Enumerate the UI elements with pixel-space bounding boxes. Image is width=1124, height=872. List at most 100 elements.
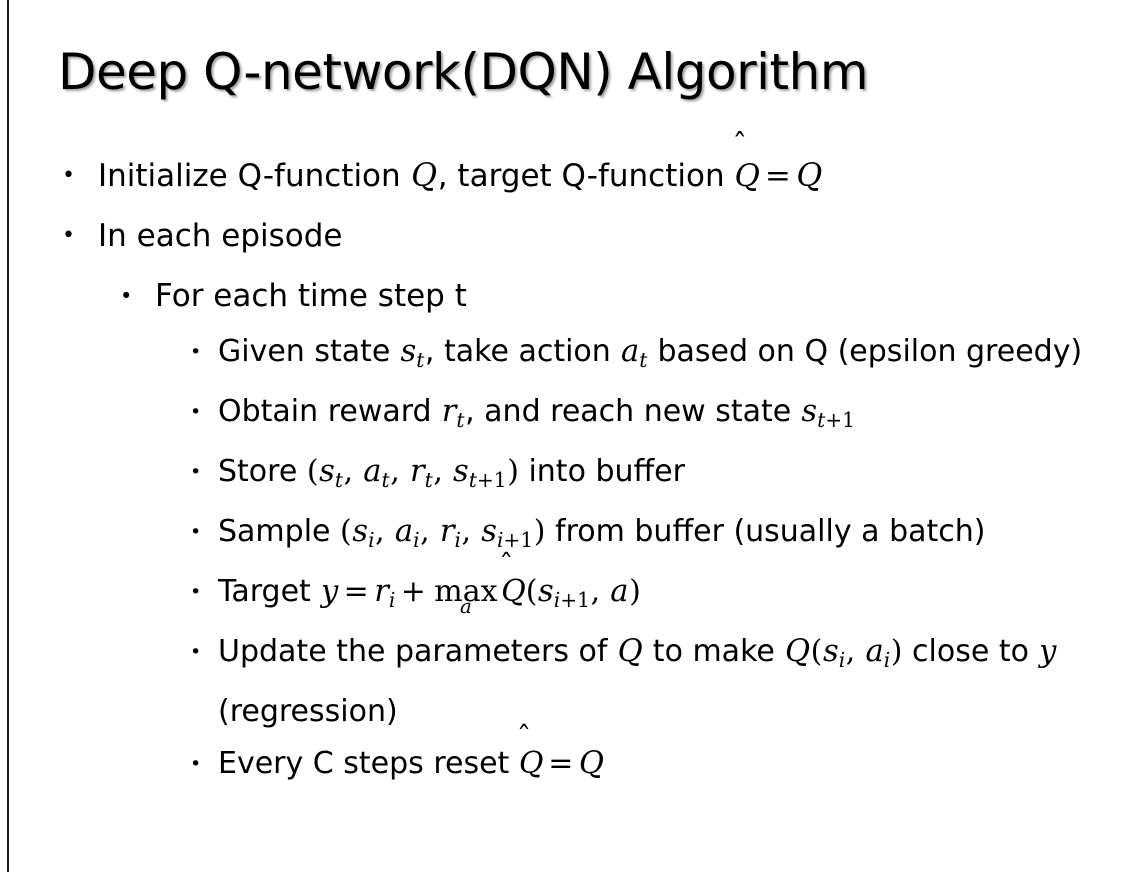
bullet-reset-target: • Every C steps reset Q̂=Q: [0, 738, 1124, 790]
bullet-update-parameters-text: Update the parameters of Q to make Q(si,…: [218, 626, 1124, 738]
math-operator-equals: =: [343, 574, 369, 610]
bullet-initialize-text: Initialize Q-function Q, target Q-functi…: [98, 146, 1124, 206]
text-segment: close to: [902, 634, 1039, 670]
text-segment: (regression): [218, 694, 398, 730]
math-var-q: Q: [784, 634, 811, 670]
math-var-s: si: [352, 514, 375, 553]
math-comma: ,: [433, 454, 453, 490]
math-operator-equals: =: [548, 746, 574, 782]
math-subscript: t: [416, 348, 425, 373]
text-segment: , take action: [424, 334, 621, 369]
text-segment: Every C steps reset: [218, 746, 519, 782]
math-subscript: t: [639, 348, 648, 373]
bullet-marker: •: [190, 521, 202, 544]
text-segment: to make: [643, 634, 785, 670]
bullet-initialize: • Initialize Q-function Q, target Q-func…: [0, 146, 1124, 206]
bullet-marker: •: [120, 284, 133, 308]
math-subscript: i+1: [553, 588, 590, 613]
bullet-in-each-episode-text: In each episode: [98, 218, 343, 254]
text-segment: Target: [218, 574, 321, 610]
bullet-marker: •: [190, 581, 202, 604]
bullet-update-parameters: • Update the parameters of Q to make Q(s…: [0, 626, 1124, 738]
bullet-marker: •: [62, 223, 75, 248]
math-var-s-next: si+1: [538, 574, 590, 613]
math-operator-equals: =: [764, 158, 791, 194]
math-comma: ,: [845, 634, 865, 670]
math-var-s: si: [823, 634, 846, 673]
math-operator-max-subscript: a: [459, 595, 472, 619]
math-paren-close: ): [890, 634, 903, 670]
math-subscript: i: [454, 528, 461, 553]
text-segment: from buffer (usually a batch): [545, 514, 986, 550]
algorithm-bullet-list: • Initialize Q-function Q, target Q-func…: [0, 146, 1124, 790]
math-var-s-next: st+1: [453, 454, 507, 493]
math-var-s: st+1: [801, 394, 855, 433]
math-comma: ,: [343, 454, 363, 490]
math-var-a: a: [610, 574, 629, 610]
math-subscript: i: [388, 588, 396, 613]
math-subscript: i: [838, 648, 846, 673]
math-var-a: ai: [865, 634, 891, 673]
bullet-given-state-text: Given state st, take action at based on …: [218, 326, 1124, 386]
math-paren-close: ): [507, 454, 519, 490]
math-var-r: ri: [374, 574, 396, 613]
math-var-q: Q: [411, 158, 438, 194]
bullet-marker: •: [190, 401, 202, 424]
math-subscript: i: [368, 528, 375, 553]
bullet-marker: •: [190, 641, 202, 664]
bullet-in-each-episode: • In each episode: [0, 206, 1124, 266]
math-var-a: at: [620, 334, 648, 373]
text-segment: Update the parameters of: [218, 634, 617, 670]
bullet-sample-batch: • Sample (si, ai, ri, si+1) from buffer …: [0, 506, 1124, 566]
math-subscript: t+1: [817, 408, 855, 433]
math-var-r: ri: [439, 514, 461, 553]
text-segment: Obtain reward: [218, 394, 442, 430]
math-subscript: i: [413, 528, 420, 553]
math-comma: ,: [420, 514, 440, 550]
math-var-q: Q: [796, 158, 823, 194]
text-segment: Sample: [218, 514, 341, 550]
math-var-r: rt: [409, 454, 433, 493]
bullet-reset-target-text: Every C steps reset Q̂=Q: [218, 738, 1124, 790]
math-var-s: st: [400, 334, 425, 373]
bullet-for-each-time-step: • For each time step t: [0, 266, 1124, 326]
text-segment: based on Q (epsilon greedy): [647, 334, 1083, 369]
math-var-y: y: [1039, 634, 1057, 670]
math-var-q: Q: [617, 634, 643, 670]
math-var-y: y: [320, 574, 339, 610]
text-segment: , target Q-function: [437, 158, 735, 194]
math-subscript: t: [334, 468, 343, 493]
math-var-q-hat: Q̂: [734, 158, 760, 194]
math-var-q-hat: Q̂: [501, 574, 526, 610]
bullet-marker: •: [62, 163, 75, 188]
bullet-for-each-time-step-text: For each time step t: [155, 278, 467, 314]
math-var-s: st: [319, 454, 343, 493]
bullet-marker: •: [190, 461, 202, 484]
math-subscript: t: [456, 408, 465, 433]
bullet-sample-batch-text: Sample (si, ai, ri, si+1) from buffer (u…: [218, 506, 1124, 566]
bullet-store-transition: • Store (st, at, rt, st+1) into buffer: [0, 446, 1124, 506]
math-comma: ,: [461, 514, 481, 550]
math-subscript: i+1: [496, 528, 534, 553]
math-var-a: at: [363, 454, 390, 493]
bullet-marker: •: [190, 753, 202, 776]
math-comma: ,: [375, 514, 395, 550]
math-subscript: t: [424, 468, 433, 493]
bullet-obtain-reward-text: Obtain reward rt, and reach new state st…: [218, 386, 1124, 446]
math-var-q-hat: Q̂: [518, 746, 544, 782]
math-var-a: ai: [394, 514, 420, 553]
bullet-marker: •: [190, 341, 202, 363]
text-segment: , and reach new state: [465, 394, 801, 430]
math-subscript: t+1: [468, 468, 507, 493]
math-paren-open: (: [810, 634, 823, 670]
text-segment: into buffer: [518, 454, 685, 490]
math-paren-open: (: [340, 514, 352, 550]
math-subscript: t: [381, 468, 390, 493]
slide-left-border: [7, 0, 9, 872]
text-segment: Initialize Q-function: [98, 158, 411, 194]
math-var-s-next: si+1: [481, 514, 534, 553]
